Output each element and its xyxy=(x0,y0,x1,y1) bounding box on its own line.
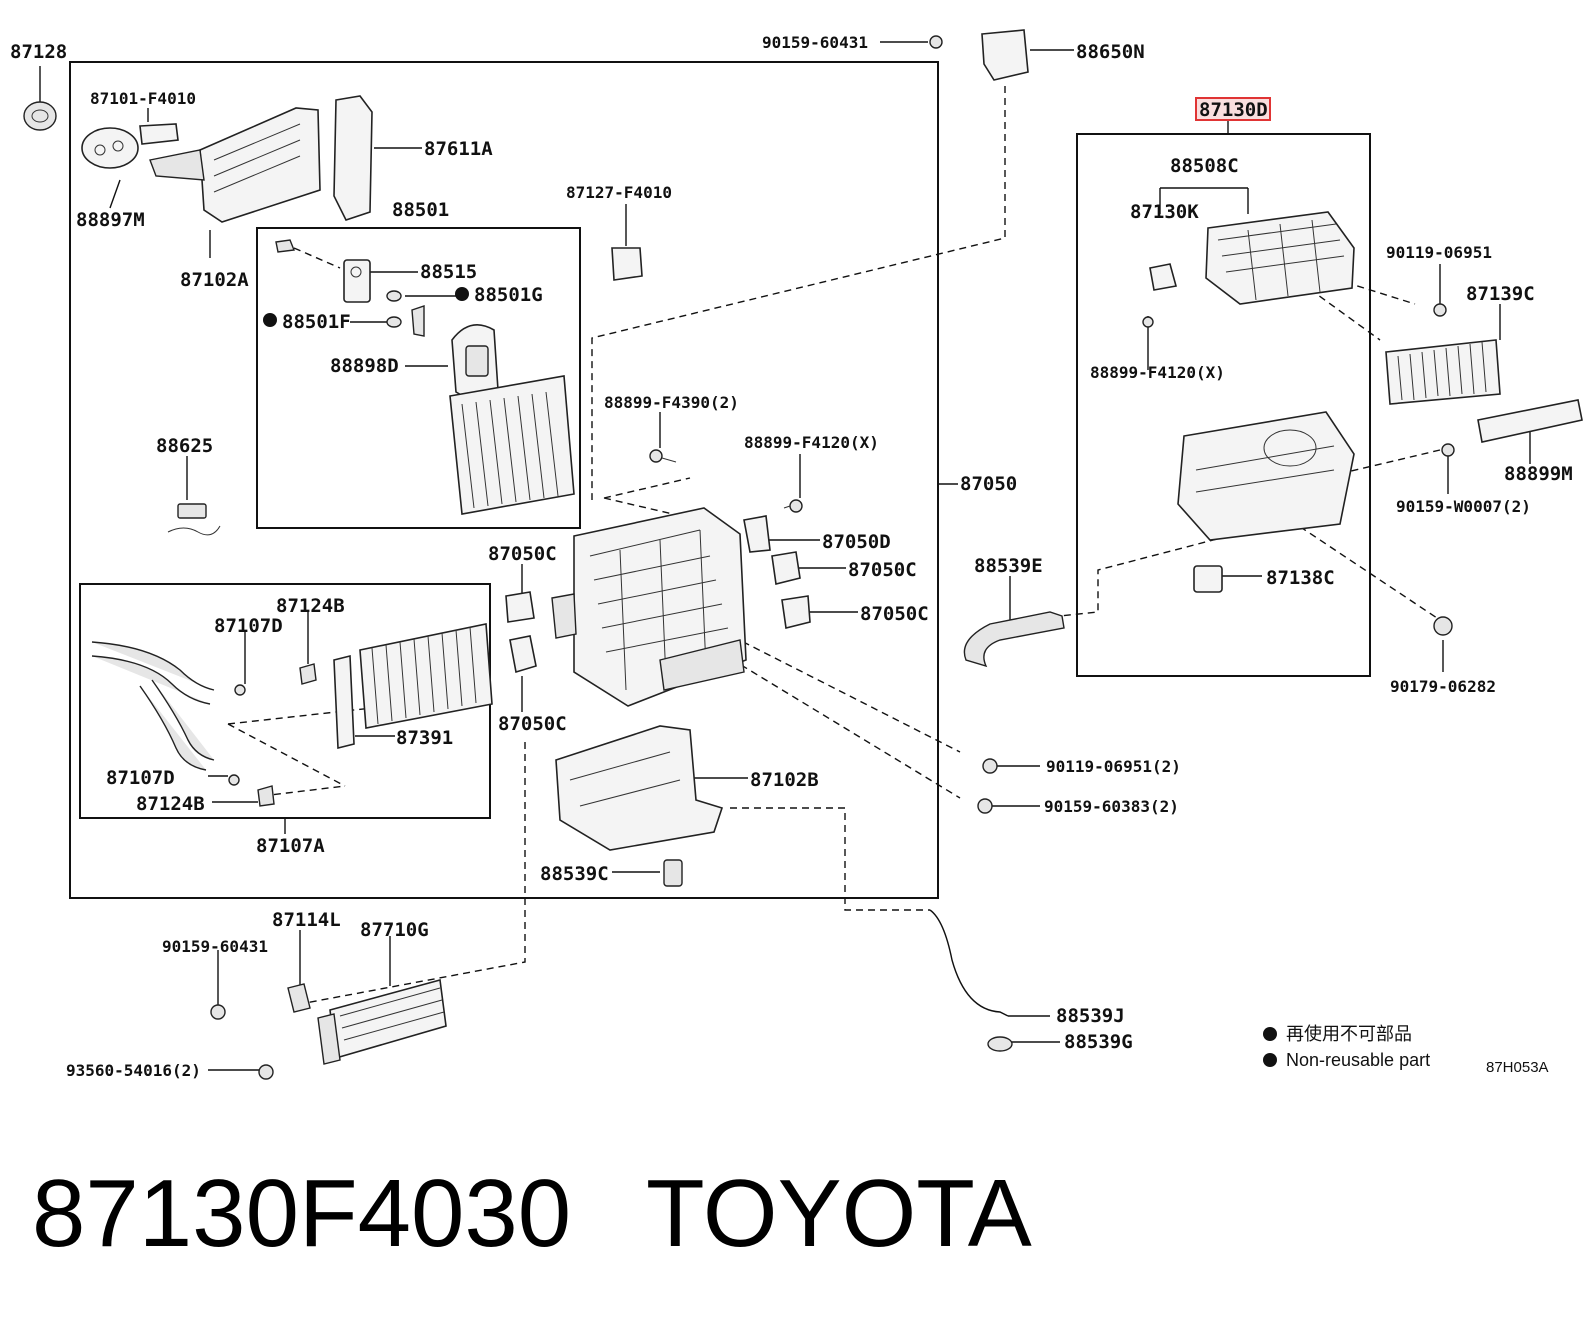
label-88899-f4120-mid[interactable]: 88899-F4120(X) xyxy=(744,433,879,452)
label-87130d[interactable]: 87130D xyxy=(1199,99,1268,121)
label-88897m[interactable]: 88897M xyxy=(76,209,145,231)
label-90159-60431-top[interactable]: 90159-60431 xyxy=(762,33,868,52)
part-88625 xyxy=(167,503,221,536)
label-87139c[interactable]: 87139C xyxy=(1466,283,1535,305)
seal-88897m xyxy=(81,127,139,169)
heater-pipes-87107a xyxy=(91,641,317,807)
label-87107d-bot[interactable]: 87107D xyxy=(106,767,175,789)
label-87138c[interactable]: 87138C xyxy=(1266,567,1335,589)
label-87114l[interactable]: 87114L xyxy=(272,909,341,931)
part-88539c xyxy=(663,859,683,887)
label-87127-f4010[interactable]: 87127-F4010 xyxy=(566,183,672,202)
label-90159-w0007[interactable]: 90159-W0007(2) xyxy=(1396,497,1531,516)
duct-87102b xyxy=(555,725,724,851)
dash-88650n xyxy=(591,86,1006,500)
label-87107d-top[interactable]: 87107D xyxy=(214,615,283,637)
label-90119-06951-2[interactable]: 90119-06951(2) xyxy=(1046,757,1181,776)
footer-brand: TOYOTA xyxy=(646,1160,1032,1267)
duct-87102a xyxy=(149,107,321,223)
bolt-90159-60431-top xyxy=(929,35,943,49)
label-87124b-top[interactable]: 87124B xyxy=(276,595,345,617)
label-87124b-bot[interactable]: 87124B xyxy=(136,793,205,815)
dash-lower xyxy=(299,742,930,1005)
dash-heater xyxy=(227,705,391,797)
label-87391[interactable]: 87391 xyxy=(396,727,453,749)
label-87050d[interactable]: 87050D xyxy=(822,531,891,553)
part-87611a xyxy=(333,95,373,221)
servo-motors xyxy=(505,515,811,674)
highlight-87130d xyxy=(1195,97,1271,121)
footer-part-number: 87130F4030 xyxy=(32,1160,571,1267)
label-87611a[interactable]: 87611A xyxy=(424,138,493,160)
hvac-case-87050 xyxy=(551,507,747,707)
label-87050c-left2[interactable]: 87050C xyxy=(498,713,567,735)
lower-left-parts xyxy=(210,978,447,1080)
grommet-87128 xyxy=(23,101,57,131)
label-88899-f4390[interactable]: 88899-F4390(2) xyxy=(604,393,739,412)
label-87050c-r2[interactable]: 87050C xyxy=(860,603,929,625)
label-88539j[interactable]: 88539J xyxy=(1056,1005,1125,1027)
part-87101 xyxy=(139,123,179,145)
label-87050c-left[interactable]: 87050C xyxy=(488,543,557,565)
label-88625[interactable]: 88625 xyxy=(156,435,213,457)
bolt-90119-06951-2 xyxy=(982,758,998,774)
label-88501[interactable]: 88501 xyxy=(392,199,449,221)
label-88501f[interactable]: 88501F xyxy=(282,311,351,333)
dash-90119 xyxy=(1299,267,1416,305)
blower-subgroup-frame xyxy=(1076,133,1371,677)
label-87101-f4010[interactable]: 87101-F4010 xyxy=(90,89,196,108)
legend: 再使用不可部品 Non-reusable part xyxy=(1263,1024,1430,1070)
label-88539g[interactable]: 88539G xyxy=(1064,1031,1133,1053)
label-88650n[interactable]: 88650N xyxy=(1076,41,1145,63)
label-87050[interactable]: 87050 xyxy=(960,473,1017,495)
nonreusable-dot-88501f xyxy=(263,313,277,327)
label-87107a[interactable]: 87107A xyxy=(256,835,325,857)
legend-en: Non-reusable part xyxy=(1286,1050,1430,1070)
label-87128[interactable]: 87128 xyxy=(10,41,67,63)
label-87130k[interactable]: 87130K xyxy=(1130,201,1199,223)
bolt-90159-60383-2 xyxy=(977,798,993,814)
legend-dot-en xyxy=(1263,1053,1277,1067)
label-93560-54016[interactable]: 93560-54016(2) xyxy=(66,1061,201,1080)
grommet-88539g xyxy=(987,1036,1013,1052)
bolts-case xyxy=(649,449,803,513)
part-88650n xyxy=(981,29,1029,81)
legend-dot-jp xyxy=(1263,1027,1277,1041)
label-88899m[interactable]: 88899M xyxy=(1504,463,1573,485)
label-90119-06951[interactable]: 90119-06951 xyxy=(1386,243,1492,262)
nonreusable-dot-88501g xyxy=(455,287,469,301)
hose-88539e xyxy=(963,611,1065,668)
legend-jp: 再使用不可部品 xyxy=(1286,1024,1412,1044)
label-88539c[interactable]: 88539C xyxy=(540,863,609,885)
label-90159-60431-bot[interactable]: 90159-60431 xyxy=(162,937,268,956)
label-87710g[interactable]: 87710G xyxy=(360,919,429,941)
label-87102b[interactable]: 87102B xyxy=(750,769,819,791)
dash-90159-w0007 xyxy=(1329,449,1441,477)
label-88899-f4120-right[interactable]: 88899-F4120(X) xyxy=(1090,363,1225,382)
label-88515[interactable]: 88515 xyxy=(420,261,477,283)
evaporator-88501 xyxy=(275,239,575,515)
label-88501g[interactable]: 88501G xyxy=(474,284,543,306)
part-87127 xyxy=(611,247,643,281)
label-90159-60383-2[interactable]: 90159-60383(2) xyxy=(1044,797,1179,816)
leader-lines xyxy=(39,41,1531,1071)
evaporator-subgroup-frame xyxy=(256,227,581,529)
label-87050c-r1[interactable]: 87050C xyxy=(848,559,917,581)
main-assembly-frame xyxy=(69,61,939,899)
heater-core-87391 xyxy=(333,623,493,750)
dash-top-case xyxy=(603,477,691,519)
diagram-code: 87H053A xyxy=(1486,1059,1549,1076)
blower-unit-87130d xyxy=(1142,211,1583,636)
dash-blower-link xyxy=(1039,519,1291,619)
label-88508c[interactable]: 88508C xyxy=(1170,155,1239,177)
label-87102a[interactable]: 87102A xyxy=(180,269,249,291)
label-88898d[interactable]: 88898D xyxy=(330,355,399,377)
drain-hose-88539j xyxy=(929,909,1009,1017)
label-90179-06282[interactable]: 90179-06282 xyxy=(1390,677,1496,696)
label-88539e[interactable]: 88539E xyxy=(974,555,1043,577)
